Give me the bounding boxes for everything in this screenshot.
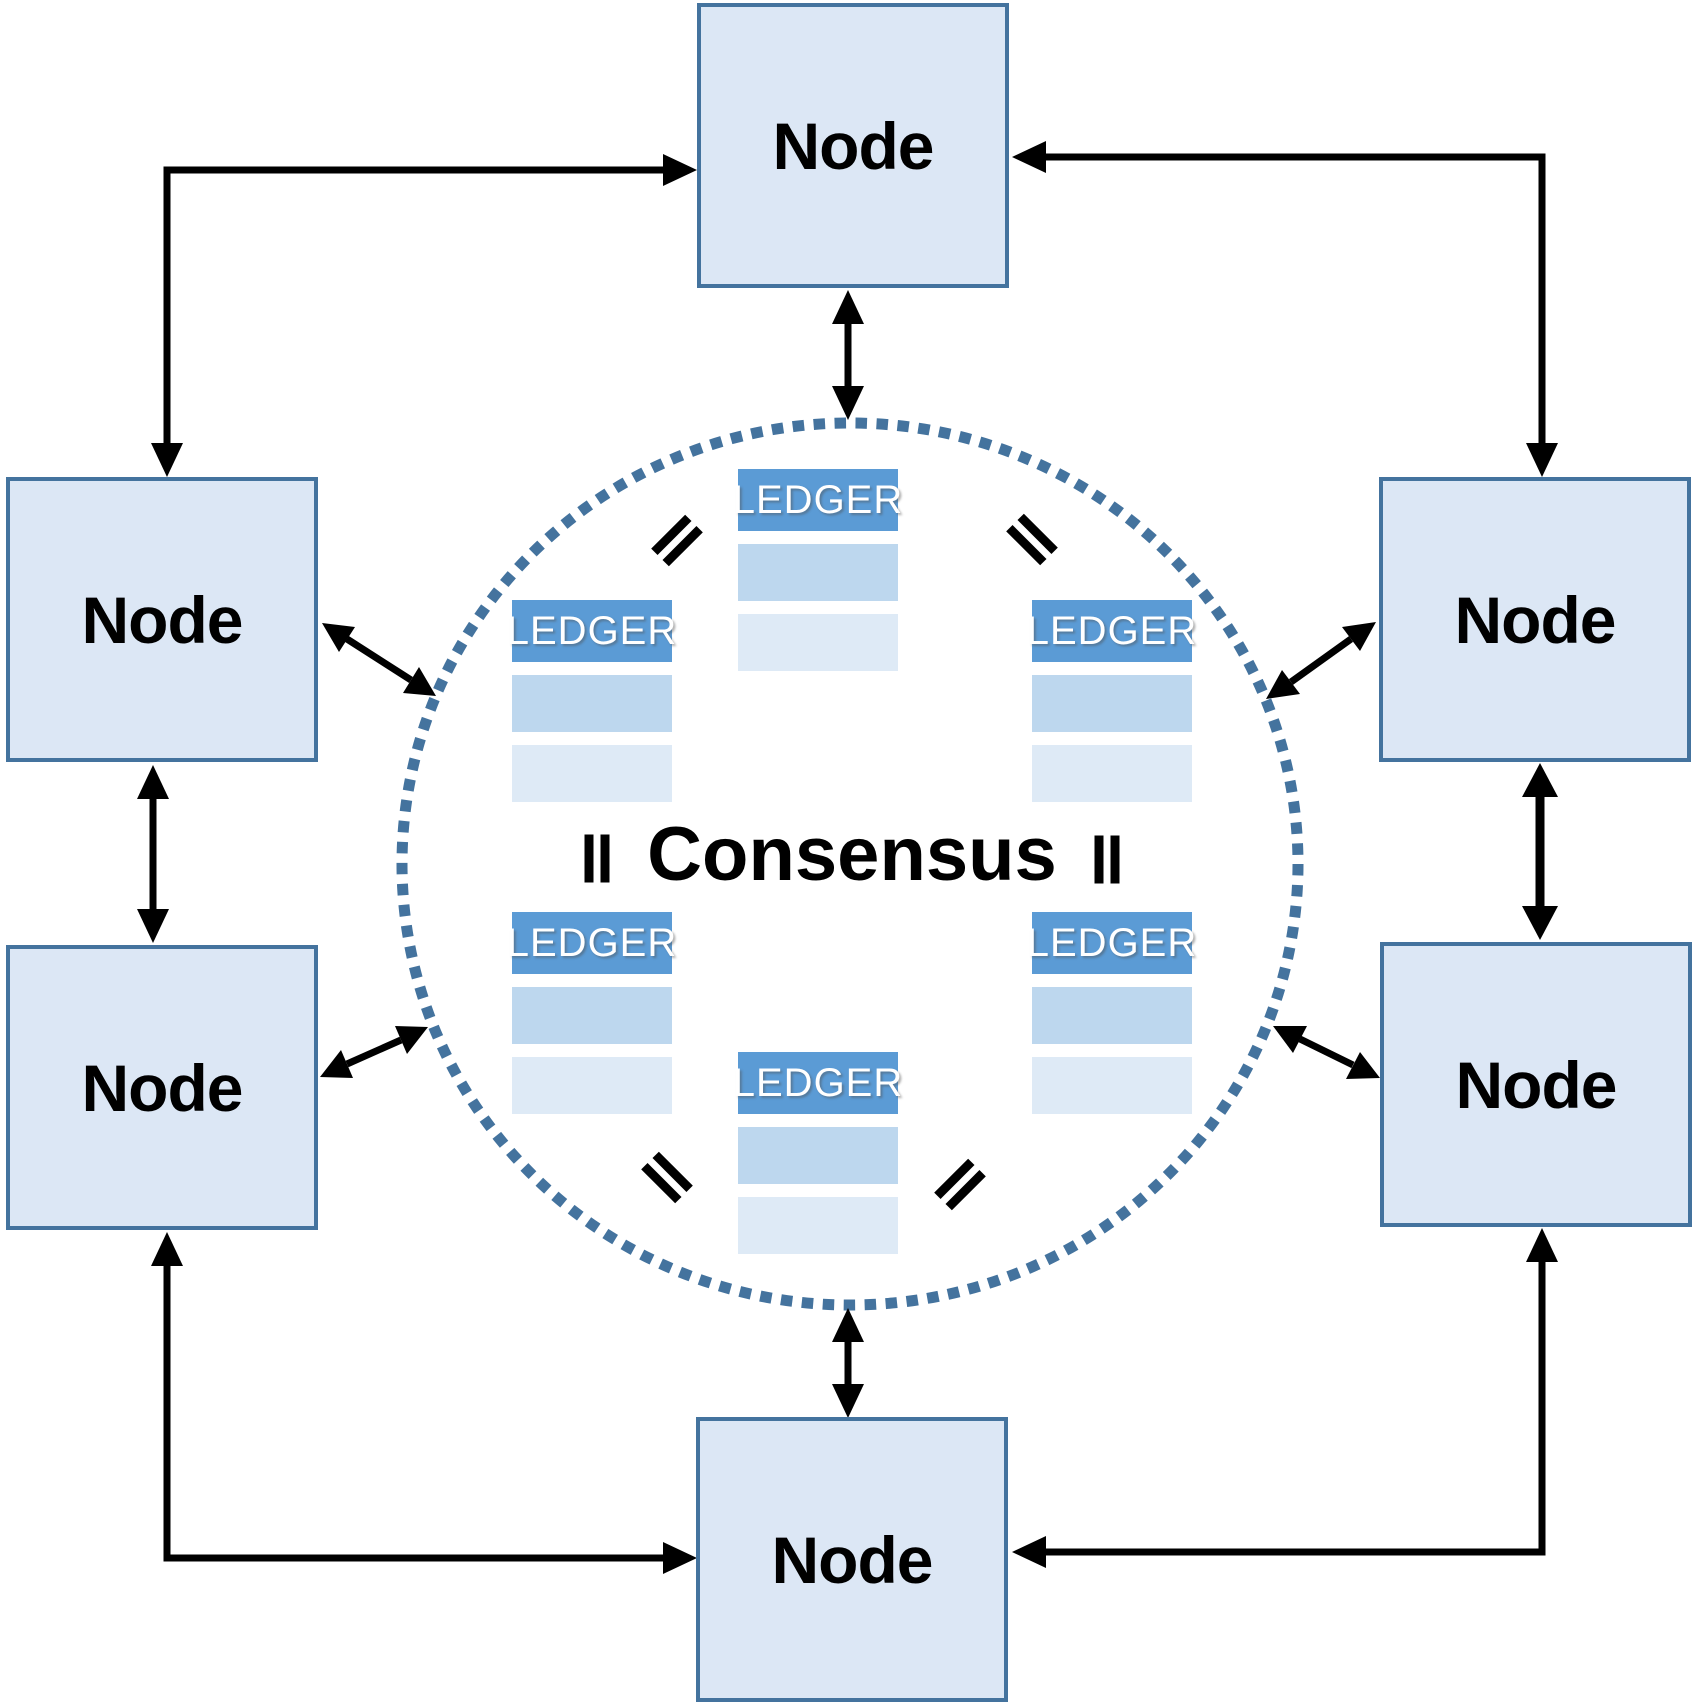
node-label: Node [81, 1050, 244, 1125]
ledger-row [738, 1197, 898, 1254]
connector-diagonal-upper-left [322, 623, 436, 696]
arrowhead-down-icon [137, 909, 169, 943]
ledger-table-lower-right: LEDGER [1027, 912, 1196, 1114]
equals-bar [1110, 835, 1120, 884]
arrowhead-right-icon [663, 1542, 697, 1574]
connector-diagonal-lower-left [320, 1026, 428, 1078]
arrowhead-up-right-icon [1342, 622, 1376, 651]
arrowhead-down-icon [1526, 443, 1558, 477]
ledger-header: LEDGER [507, 600, 676, 662]
equals-icon [1094, 835, 1120, 884]
node-label: Node [772, 108, 935, 183]
arrowhead-up-icon [137, 765, 169, 799]
equals-bar [1094, 835, 1104, 884]
arrowhead-down-right-icon [1346, 1052, 1380, 1079]
ledger-row [512, 987, 672, 1044]
ledger-table-mid-right: LEDGER [1027, 600, 1196, 802]
ledger-table-mid-left: LEDGER [507, 600, 676, 802]
connector-top-center [832, 290, 864, 420]
arrowhead-left-icon [1012, 141, 1046, 173]
arrowhead-down-left-icon [320, 1050, 353, 1078]
ledger-row [738, 544, 898, 601]
arrowhead-up-icon [1526, 1228, 1558, 1262]
ledger-header: LEDGER [1027, 912, 1196, 974]
node-box-lower-left: Node [6, 945, 318, 1230]
connector-right-vertical [1522, 763, 1558, 940]
arrowhead-down-icon [832, 1384, 864, 1418]
arrowhead-right-icon [663, 154, 697, 186]
ledger-table-bottom: LEDGER [733, 1052, 902, 1254]
arrowhead-down-icon [1522, 906, 1558, 940]
node-box-top: Node [697, 3, 1009, 288]
connector-diagonal-lower-right [1273, 1026, 1380, 1079]
arrowhead-down-icon [151, 443, 183, 477]
ledger-row [512, 1057, 672, 1114]
node-label: Node [1454, 582, 1617, 657]
consensus-dotted-circle [396, 417, 1304, 1311]
arrowhead-up-icon [832, 1308, 864, 1342]
node-label: Node [1455, 1047, 1618, 1122]
ledger-row [1032, 987, 1192, 1044]
ledger-header: LEDGER [507, 912, 676, 974]
ledger-row [512, 675, 672, 732]
ledger-table-top: LEDGER [733, 469, 902, 671]
connector-bottom-center [832, 1308, 864, 1418]
ledger-table-lower-left: LEDGER [507, 912, 676, 1114]
arrowhead-up-left-icon [1273, 1026, 1307, 1053]
ledger-header: LEDGER [1027, 600, 1196, 662]
connector-elbow-bottom-left [151, 1232, 697, 1574]
arrowhead-down-right-icon [403, 667, 436, 696]
equals-bar [600, 834, 610, 883]
ledger-header: LEDGER [733, 469, 902, 531]
arrowhead-up-icon [151, 1232, 183, 1266]
arrowhead-left-icon [1012, 1536, 1046, 1568]
connector-diagonal-upper-right [1266, 622, 1376, 699]
connector-elbow-bottom-right [1012, 1228, 1558, 1568]
node-label: Node [771, 1522, 934, 1597]
node-box-bottom: Node [696, 1417, 1008, 1702]
ledger-row [1032, 1057, 1192, 1114]
ledger-row [738, 614, 898, 671]
arrowhead-up-icon [832, 290, 864, 324]
node-box-upper-left: Node [6, 477, 318, 762]
consensus-label: Consensus [647, 812, 1057, 898]
node-box-lower-right: Node [1380, 942, 1692, 1227]
connector-elbow-top-right [1012, 141, 1558, 477]
node-label: Node [81, 582, 244, 657]
connector-elbow-top-left [151, 154, 697, 477]
connector-left-vertical [137, 765, 169, 943]
ledger-row [512, 745, 672, 802]
equals-icon [584, 834, 610, 883]
ledger-header: LEDGER [733, 1052, 902, 1114]
arrowhead-up-left-icon [322, 623, 355, 652]
arrowhead-up-icon [1522, 763, 1558, 797]
ledger-row [1032, 675, 1192, 732]
node-box-upper-right: Node [1379, 477, 1691, 762]
ledger-row [738, 1127, 898, 1184]
ledger-row [1032, 745, 1192, 802]
arrowhead-down-icon [832, 386, 864, 420]
equals-bar [584, 834, 594, 883]
arrowhead-up-right-icon [395, 1026, 428, 1054]
arrowhead-down-left-icon [1266, 670, 1300, 699]
